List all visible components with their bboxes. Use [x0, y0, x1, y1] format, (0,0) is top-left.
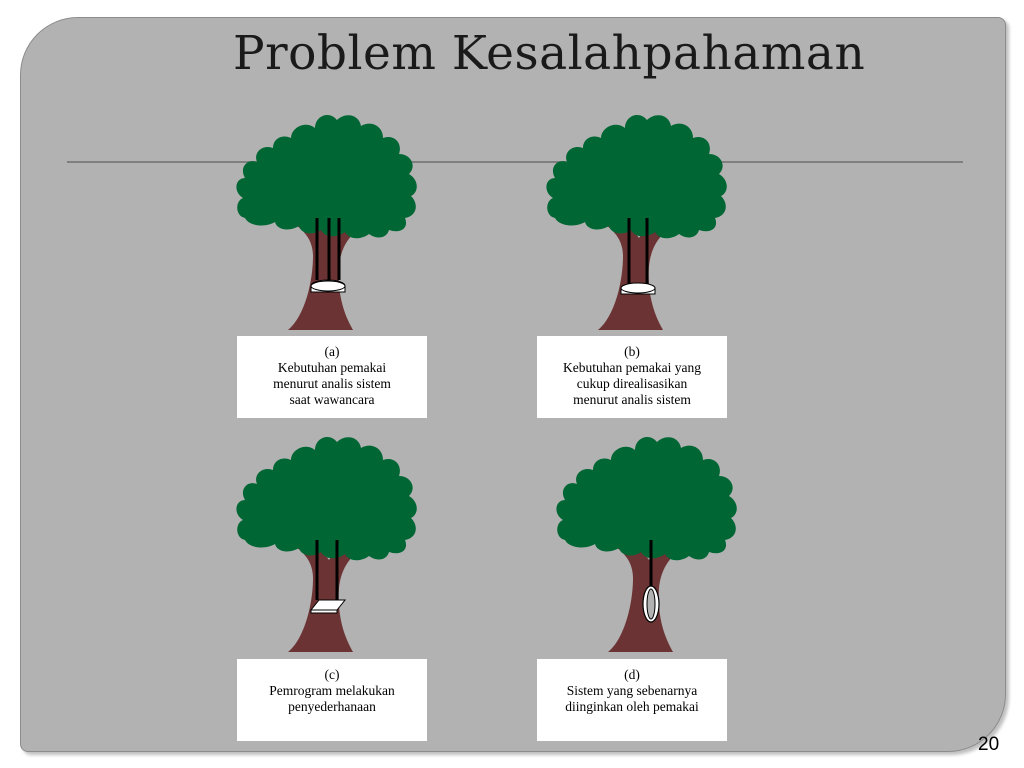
caption-c-line-1: Pemrogram melakukan: [269, 683, 395, 698]
tree-illustration-b: [546, 114, 727, 331]
caption-a-line-3: saat wawancara: [289, 392, 375, 407]
caption-b-line-3: menurut analis sistem: [573, 392, 691, 407]
swing-c: [309, 540, 347, 614]
caption-b: (b) Kebutuhan pemakai yang cukup direali…: [537, 336, 727, 418]
caption-b-line-1: Kebutuhan pemakai yang: [563, 360, 701, 375]
tree-illustration-a: [236, 114, 417, 331]
caption-d: (d) Sistem yang sebenarnya diinginkan ol…: [537, 659, 727, 741]
caption-a-line-1: Kebutuhan pemakai: [277, 360, 387, 375]
caption-a-label: (a): [324, 344, 340, 359]
page-number: 20: [978, 734, 1000, 755]
caption-b-label: (b): [624, 344, 640, 359]
slide: Problem Kesalahpahaman (a) Kebutuhan pem…: [20, 17, 1006, 752]
tree-illustration-d: [556, 436, 737, 652]
caption-a-line-2: menurut analis sistem: [273, 376, 391, 391]
caption-d-line-2: diinginkan oleh pemakai: [565, 699, 699, 714]
tree-illustration-c: [236, 436, 417, 652]
slide-title: Problem Kesalahpahaman: [233, 26, 866, 81]
swing-d: [642, 540, 660, 623]
caption-c: (c) Pemrogram melakukan penyederhanaan: [237, 659, 427, 741]
caption-c-label: (c): [324, 667, 340, 682]
swing-a: [310, 218, 346, 293]
caption-a: (a) Kebutuhan pemakai menurut analis sis…: [237, 336, 427, 418]
caption-d-label: (d): [624, 667, 640, 682]
title-divider: [67, 161, 963, 163]
swing-b: [620, 218, 656, 295]
caption-c-line-2: penyederhanaan: [288, 699, 376, 714]
caption-d-line-1: Sistem yang sebenarnya: [566, 683, 698, 698]
caption-b-line-2: cukup direalisasikan: [576, 376, 688, 391]
